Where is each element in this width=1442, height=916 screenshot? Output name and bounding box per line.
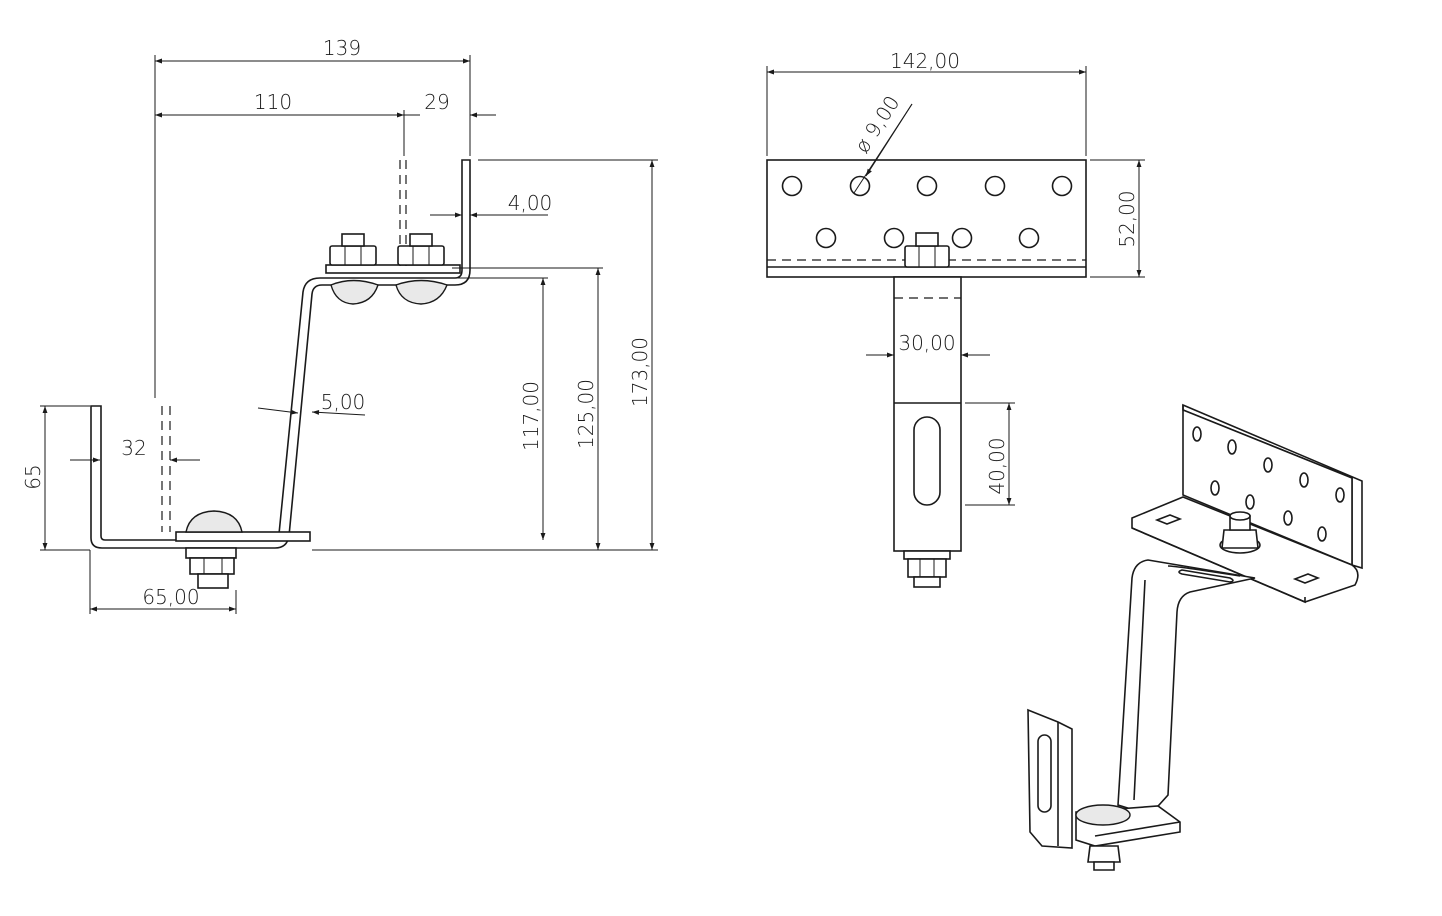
front-view: 142,00 ø 9,00 52,00 30,00 40,00 [766, 49, 1145, 588]
side-view: 139 110 29 4,00 5,00 32 65 65,00 117,00 … [21, 36, 658, 614]
top-bolt-left [329, 233, 379, 305]
bracket-side-profile [90, 159, 471, 549]
arm-front [893, 276, 962, 552]
bottom-bolt [185, 510, 243, 589]
front-bottom-nut [903, 550, 951, 588]
iso-arm [1117, 559, 1256, 816]
isometric-view [1027, 403, 1363, 871]
dim-label-4: 4,00 [508, 191, 553, 215]
mounting-holes [781, 175, 1073, 249]
dim-label-139: 139 [323, 36, 361, 60]
front-plate-nut [904, 232, 950, 268]
dim-label-65-horizontal: 65,00 [142, 585, 199, 609]
iso-bottom-bolt [1075, 804, 1131, 871]
dim-label-173: 173,00 [628, 337, 652, 407]
top-clamp-plate [325, 264, 461, 274]
adjustment-slot [913, 416, 941, 506]
dim-label-29: 29 [424, 90, 449, 114]
dim-label-110: 110 [254, 90, 292, 114]
dim-label-40: 40,00 [985, 437, 1009, 494]
dim-label-117: 117,00 [519, 381, 543, 451]
iso-plate-holes [1192, 426, 1345, 542]
dim-label-32: 32 [121, 436, 146, 460]
iso-foot-vertical [1027, 708, 1073, 849]
dim-label-5: 5,00 [321, 390, 366, 414]
iso-top-bolt [1219, 511, 1261, 554]
dim-label-hole-diameter: ø 9,00 [850, 91, 905, 157]
top-bolt-right [395, 233, 448, 305]
dim-label-125: 125,00 [574, 379, 598, 449]
dim-label-142: 142,00 [890, 49, 960, 73]
dim-label-30: 30,00 [898, 331, 955, 355]
bottom-clamp-plate [175, 531, 311, 542]
dim-label-52: 52,00 [1115, 190, 1139, 247]
dim-label-65-vertical: 65 [21, 464, 45, 489]
